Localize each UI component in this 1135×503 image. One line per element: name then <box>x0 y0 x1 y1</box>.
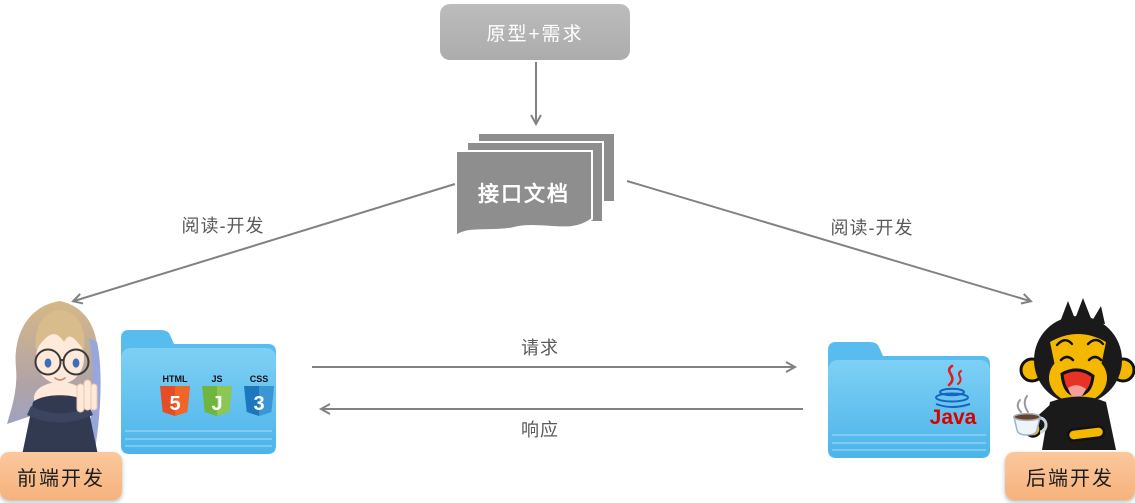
frontend-role-label-box: 前端开发 <box>0 452 122 500</box>
coffee-cup-icon <box>1013 395 1048 436</box>
edge-label-request: 请求 <box>521 338 559 358</box>
arrow-doc-to-backend <box>626 180 1033 305</box>
css-badge-icon: CSS 3 <box>244 374 274 416</box>
edge-label-response: 响应 <box>521 420 559 440</box>
edge-label-read-dev-right: 阅读-开发 <box>830 218 914 238</box>
doc-stack-label: 接口文档 <box>478 182 570 206</box>
doc-sheet-front <box>455 150 593 238</box>
backend-role-label: 后端开发 <box>1026 467 1114 490</box>
html5-badge-icon: HTML 5 <box>160 374 190 416</box>
girl-raised-hand <box>76 379 98 413</box>
girl-glasses-icon <box>34 348 90 376</box>
java-wordmark: Java <box>930 406 977 429</box>
girl-dress-ruffle <box>27 406 93 423</box>
prototype-requirements-node: 原型+需求 <box>440 4 630 60</box>
girl-bangs <box>35 310 85 350</box>
doc-sheet-back <box>477 132 616 203</box>
backend-role-label-box: 后端开发 <box>1005 452 1135 500</box>
css-badge-glyph: 3 <box>253 393 264 415</box>
doc-sheet-middle <box>466 141 604 223</box>
css-badge-label: CSS <box>250 374 269 384</box>
js-badge-glyph: J <box>211 393 222 415</box>
arrow-doc-to-frontend <box>71 183 456 305</box>
anime-girl-avatar <box>7 301 101 460</box>
stacked-documents-icon: 接口文档 <box>455 132 616 238</box>
html-badge-glyph: 5 <box>169 393 180 415</box>
frontend-role-label: 前端开发 <box>17 467 105 490</box>
java-coffee-cup-icon: Java <box>930 364 977 429</box>
html-badge-label: HTML <box>163 374 188 384</box>
blue-folder-icon <box>121 330 276 454</box>
monkey-with-coffee-avatar <box>1013 298 1135 450</box>
prototype-node-label: 原型+需求 <box>486 23 584 45</box>
monkey-head <box>1019 298 1135 404</box>
js-badge-label: JS <box>211 374 222 384</box>
backend-folder: Java <box>828 342 990 458</box>
frontend-folder: HTML 5 JS J CSS 3 <box>121 330 276 454</box>
edge-label-read-dev-left: 阅读-开发 <box>181 216 265 236</box>
js-badge-icon: JS J <box>202 374 232 416</box>
